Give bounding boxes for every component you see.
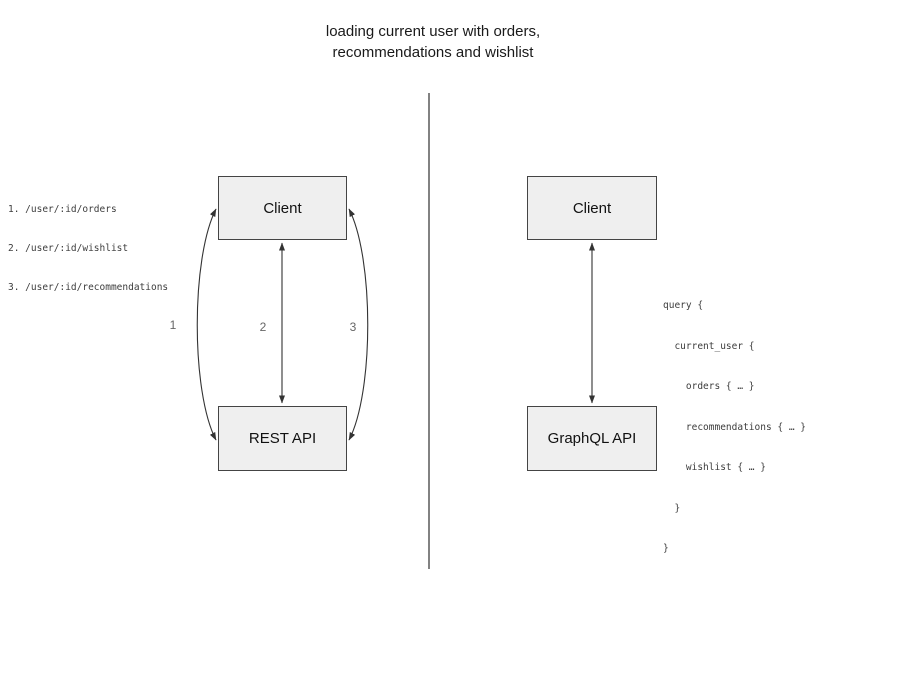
graphql-client-node: Client bbox=[527, 176, 657, 240]
graphql-api-node: GraphQL API bbox=[527, 406, 657, 471]
query-line-1: query { bbox=[663, 300, 704, 311]
title-line-2: recommendations and wishlist bbox=[332, 44, 534, 61]
rest-arrow-label-3: 3 bbox=[349, 320, 357, 334]
rest-endpoint-1: 1. /user/:id/orders bbox=[8, 204, 117, 215]
rest-arrow-label-2: 2 bbox=[259, 320, 267, 334]
rest-client-node: Client bbox=[218, 176, 347, 240]
query-line-6: } bbox=[663, 502, 681, 514]
rest-api-label: REST API bbox=[248, 430, 317, 447]
rest-endpoint-list: 1. /user/:id/orders 2. /user/:id/wishlis… bbox=[8, 177, 168, 320]
graphql-api-label: GraphQL API bbox=[547, 430, 637, 447]
rest-endpoint-2: 2. /user/:id/wishlist bbox=[8, 243, 129, 254]
query-line-3: orders { … } bbox=[663, 381, 755, 392]
rest-endpoint-3: 3. /user/:id/recommendations bbox=[8, 282, 169, 293]
query-line-4: recommendations { … } bbox=[663, 421, 806, 433]
rest-arrow-3-curve bbox=[348, 208, 369, 441]
rest-client-label: Client bbox=[263, 199, 302, 217]
rest-arrow-1-curve bbox=[196, 208, 217, 441]
diagram-title: loading current user with orders, recomm… bbox=[133, 21, 733, 63]
graphql-query-block: query { current_user { orders { … } reco… bbox=[663, 272, 806, 583]
query-line-7: } bbox=[663, 543, 669, 554]
rest-api-node: REST API bbox=[218, 406, 347, 471]
graphql-client-label: Client bbox=[572, 199, 612, 217]
query-line-5: wishlist { … } bbox=[663, 462, 766, 473]
title-line-1: loading current user with orders, bbox=[325, 23, 541, 40]
rest-arrow-label-1: 1 bbox=[169, 318, 177, 332]
query-line-2: current_user { bbox=[663, 340, 755, 352]
